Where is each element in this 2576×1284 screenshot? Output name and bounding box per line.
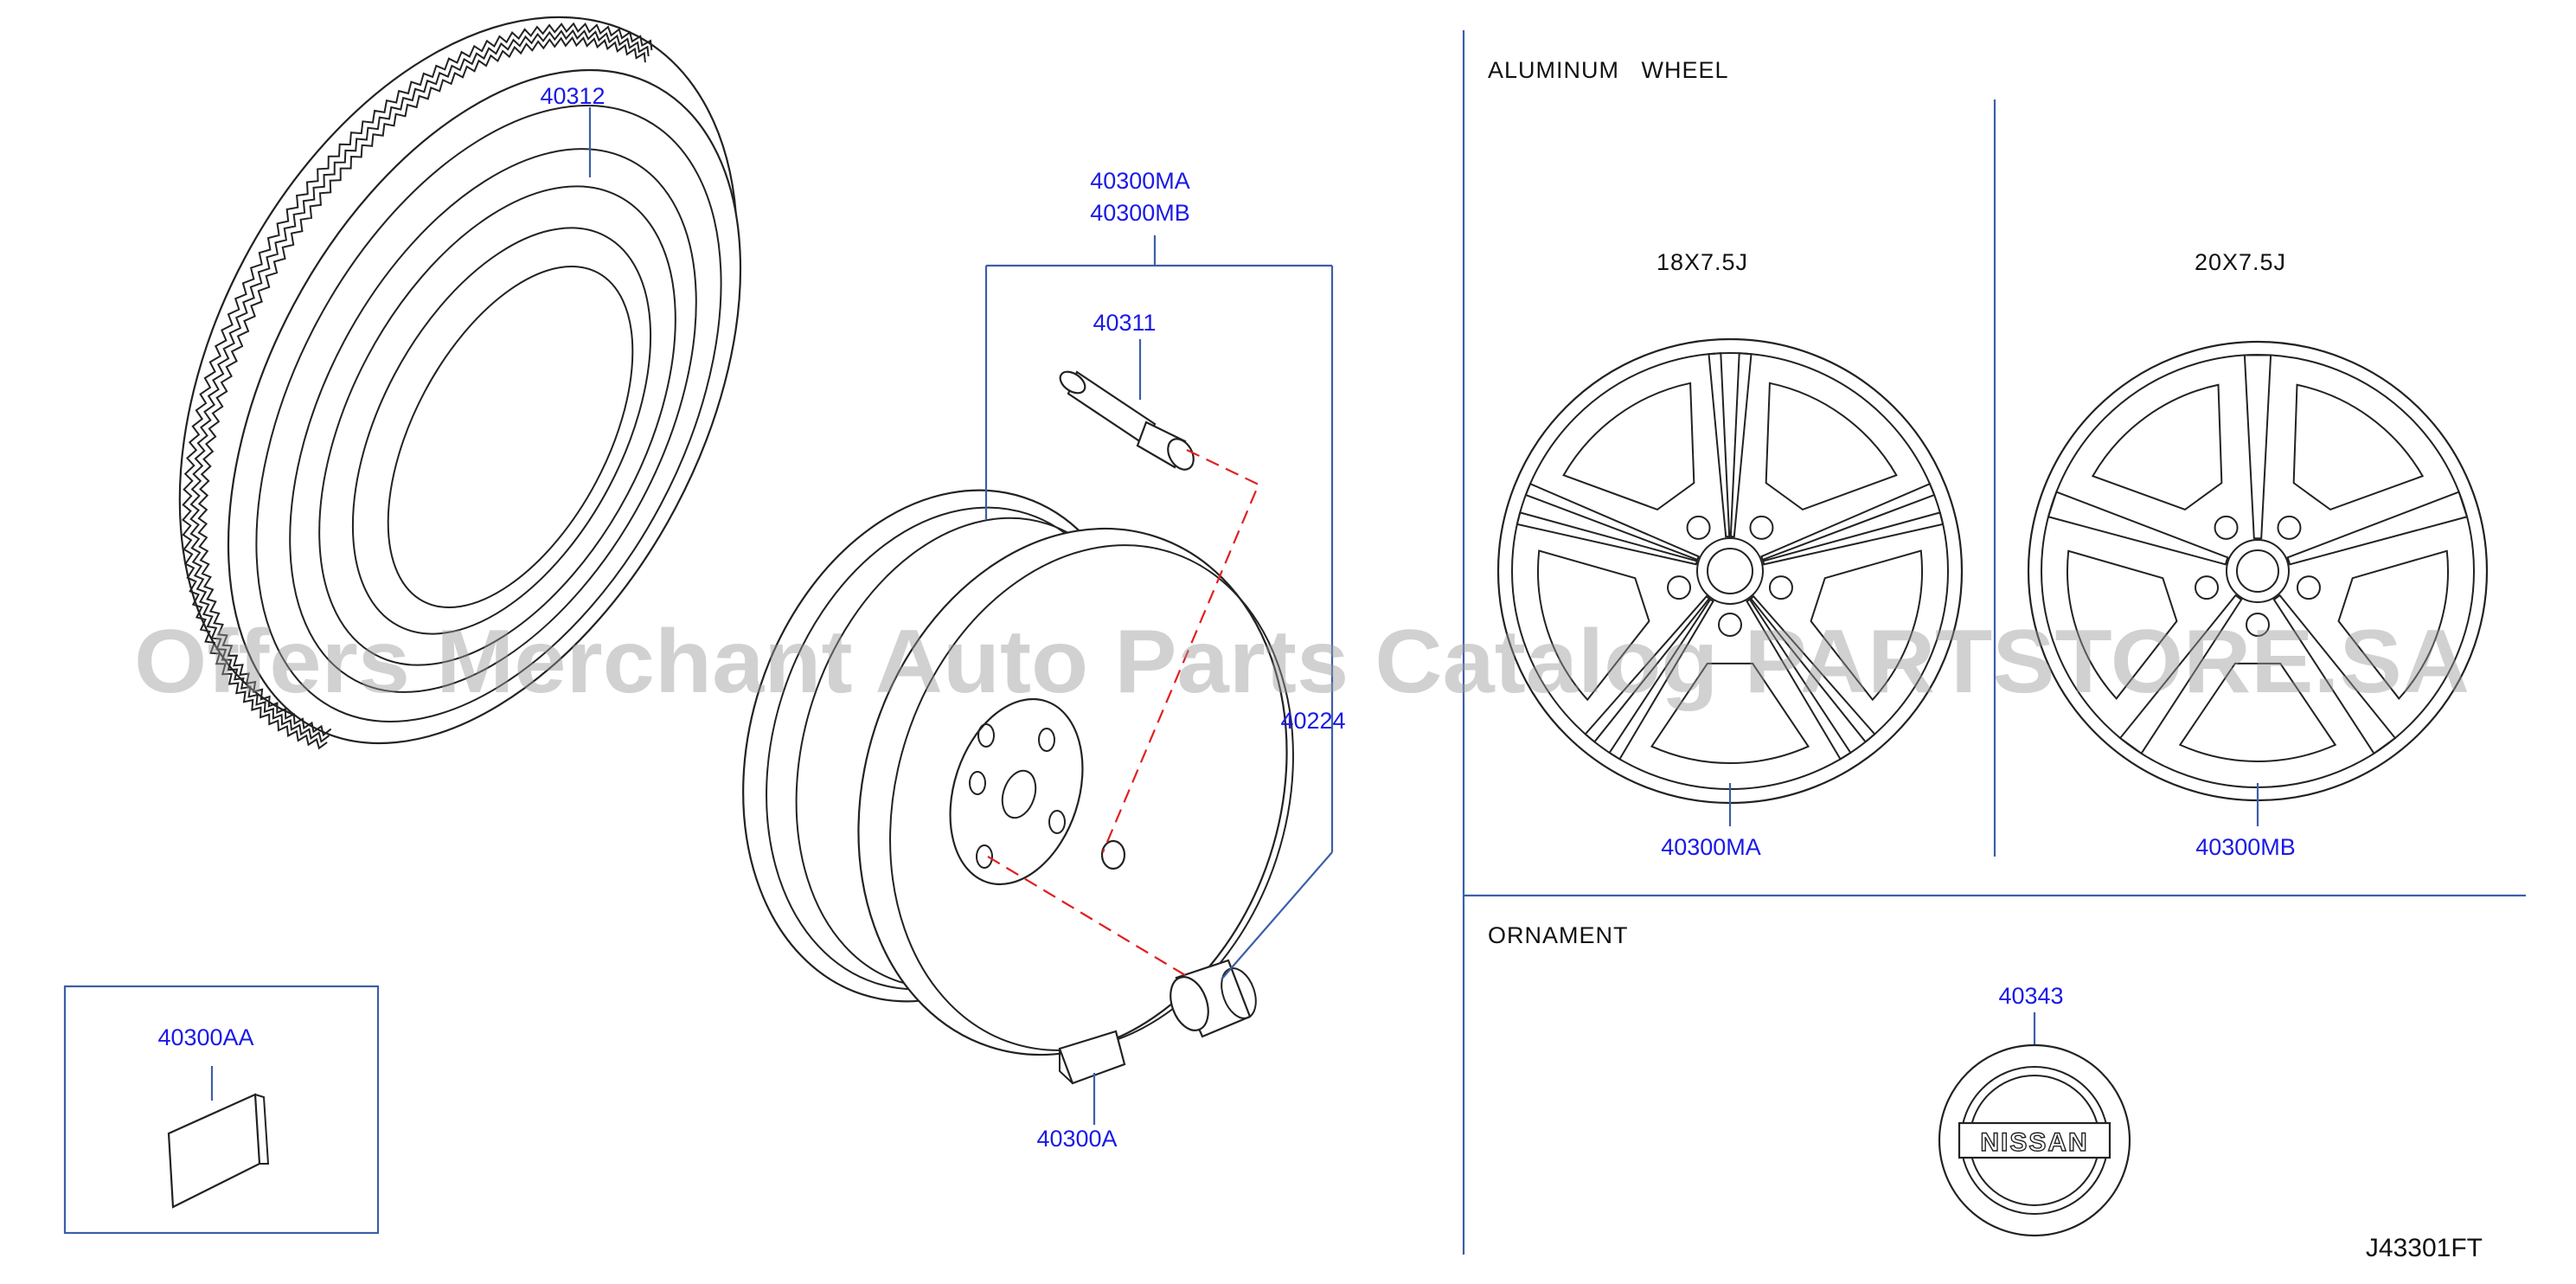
tread-band — [197, 35, 646, 737]
label-40312: 40312 — [540, 83, 605, 109]
lug-hole — [2195, 575, 2220, 600]
tire-drawing — [178, 16, 742, 750]
wheel-spoke — [1524, 482, 1701, 562]
weight-box-drawing — [167, 1093, 270, 1209]
wheel-window — [1536, 549, 1650, 702]
tread-band — [182, 22, 653, 750]
wheel-spoke — [2286, 491, 2469, 566]
wheel-window — [2178, 662, 2337, 762]
label-40300mb: 40300MB — [1090, 200, 1190, 226]
wheel-spoke — [1759, 482, 1936, 562]
rim-nut-drawing — [1100, 839, 1126, 870]
label-40300aa: 40300AA — [157, 1024, 253, 1050]
wheel-window — [1562, 382, 1695, 511]
wheel-spoke — [2047, 491, 2229, 566]
wheel-window — [2337, 549, 2449, 700]
wheel-window — [2067, 549, 2178, 700]
label-alu-40300ma: 40300MA — [1661, 834, 1761, 860]
wheel-window — [1765, 382, 1898, 511]
alloy-wheel-18-drawing — [1496, 337, 1964, 805]
alloy-wheel-20-drawing — [2027, 340, 2489, 802]
wheel-spoke — [2243, 354, 2272, 540]
wheel-spoke — [2272, 594, 2397, 755]
lug-hole — [1667, 575, 1692, 600]
lug-nut-drawing — [1169, 959, 1257, 1038]
size-18: 18X7.5J — [1656, 249, 1748, 275]
wheel-window — [1650, 662, 1810, 764]
label-40300a: 40300A — [1036, 1126, 1117, 1152]
label-40343: 40343 — [1998, 983, 2063, 1009]
label-40311: 40311 — [1093, 310, 1156, 336]
lug-hole — [1768, 575, 1793, 600]
label-alu-40300mb: 40300MB — [2195, 834, 2296, 860]
wheel-spoke — [1584, 594, 1711, 743]
wheel-spoke — [1515, 511, 1698, 566]
wheel-spoke — [1746, 598, 1852, 761]
wheel-spoke — [1708, 352, 1731, 538]
wheel-spoke — [1749, 594, 1876, 743]
lug-hole — [2246, 613, 2270, 637]
label-40300ma: 40300MA — [1090, 168, 1190, 194]
wheel-window — [2091, 383, 2223, 511]
watermark-text: Offers Merchant Auto Parts Catalog PARTS… — [134, 612, 2470, 712]
section-aluminum-wheel: ALUMINUM WHEEL — [1488, 57, 1729, 83]
valve-dashed-line — [1101, 449, 1260, 853]
nut-dashed-line — [987, 856, 1190, 979]
wheel-window — [2292, 383, 2425, 511]
wheel-spoke — [1729, 352, 1753, 538]
wheel-spoke — [1762, 511, 1945, 566]
lug-hole — [1718, 613, 1742, 637]
diagram-code: J43301FT — [2366, 1234, 2483, 1262]
wheel-window — [1810, 549, 1924, 702]
balance-weight-drawing — [1058, 1030, 1126, 1085]
wheel-spoke — [1608, 598, 1714, 761]
tread-band — [189, 29, 650, 743]
nut-leader — [1221, 851, 1333, 980]
lug-hole — [2214, 515, 2239, 540]
steel-wheel-drawing — [742, 489, 1294, 1056]
wheel-spoke — [2118, 594, 2243, 755]
wheel-bracket-leader — [984, 235, 1334, 852]
lug-hole — [1749, 515, 1774, 540]
label-40224: 40224 — [1280, 708, 1345, 734]
weight-box — [63, 985, 380, 1235]
valve-drawing — [1059, 370, 1195, 471]
ornament-drawing: NISSAN — [1938, 1043, 2131, 1237]
lug-hole — [2277, 515, 2302, 540]
nissan-logo-text: NISSAN — [1980, 1128, 2088, 1157]
size-20: 20X7.5J — [2195, 249, 2286, 275]
lug-hole — [1686, 515, 1711, 540]
lug-hole — [2296, 575, 2321, 600]
section-ornament: ORNAMENT — [1488, 922, 1629, 948]
